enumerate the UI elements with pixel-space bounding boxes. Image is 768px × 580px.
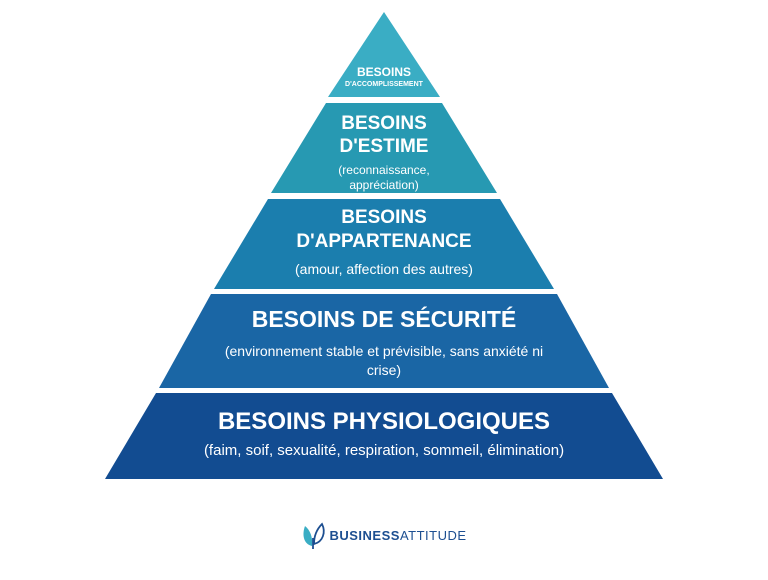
brand-name-business: BUSINESS [329, 527, 400, 543]
tier-4-shape [159, 294, 609, 388]
tier-1-label: BESOINS D'ACCOMPLISSEMENT [0, 65, 768, 89]
tier-2-subtitle: (reconnaissance, appréciation) [338, 162, 430, 192]
brand-name-attitude: ATTITUDE [399, 527, 467, 543]
tier-4-subtitle: (environnement stable et prévisible, san… [224, 343, 544, 378]
tier-5-shape [105, 393, 663, 479]
tier-1-subtitle: D'ACCOMPLISSEMENT [345, 80, 423, 88]
tier-3-subtitle: (amour, affection des autres) [295, 260, 473, 277]
tier-3-label: BESOINS D'APPARTENANCE (amour, affection… [0, 206, 768, 277]
tier-5-subtitle: (faim, soif, sexualité, respiration, som… [203, 441, 565, 459]
tier-2-shape [271, 103, 497, 193]
tier-3-shape [214, 199, 554, 289]
tier-1-shape [328, 12, 440, 97]
tier-3-title: BESOINS D'APPARTENANCE [296, 207, 472, 252]
brand-logo: BUSINESS ATTITUDE [0, 520, 768, 550]
tier-4-title: BESOINS DE SÉCURITÉ [251, 306, 517, 332]
sprout-leaf-icon [303, 522, 326, 549]
tier-2-title: BESOINS D'ESTIME [339, 113, 429, 157]
tier-5-label: BESOINS PHYSIOLOGIQUES (faim, soif, sexu… [0, 408, 768, 459]
pyramid-diagram [105, 12, 663, 479]
tier-4-label: BESOINS DE SÉCURITÉ (environnement stabl… [0, 306, 768, 379]
tier-5-title: BESOINS PHYSIOLOGIQUES [217, 408, 551, 435]
tier-2-label: BESOINS D'ESTIME (reconnaissance, appréc… [0, 113, 768, 193]
tier-1-title: BESOINS [356, 65, 411, 79]
